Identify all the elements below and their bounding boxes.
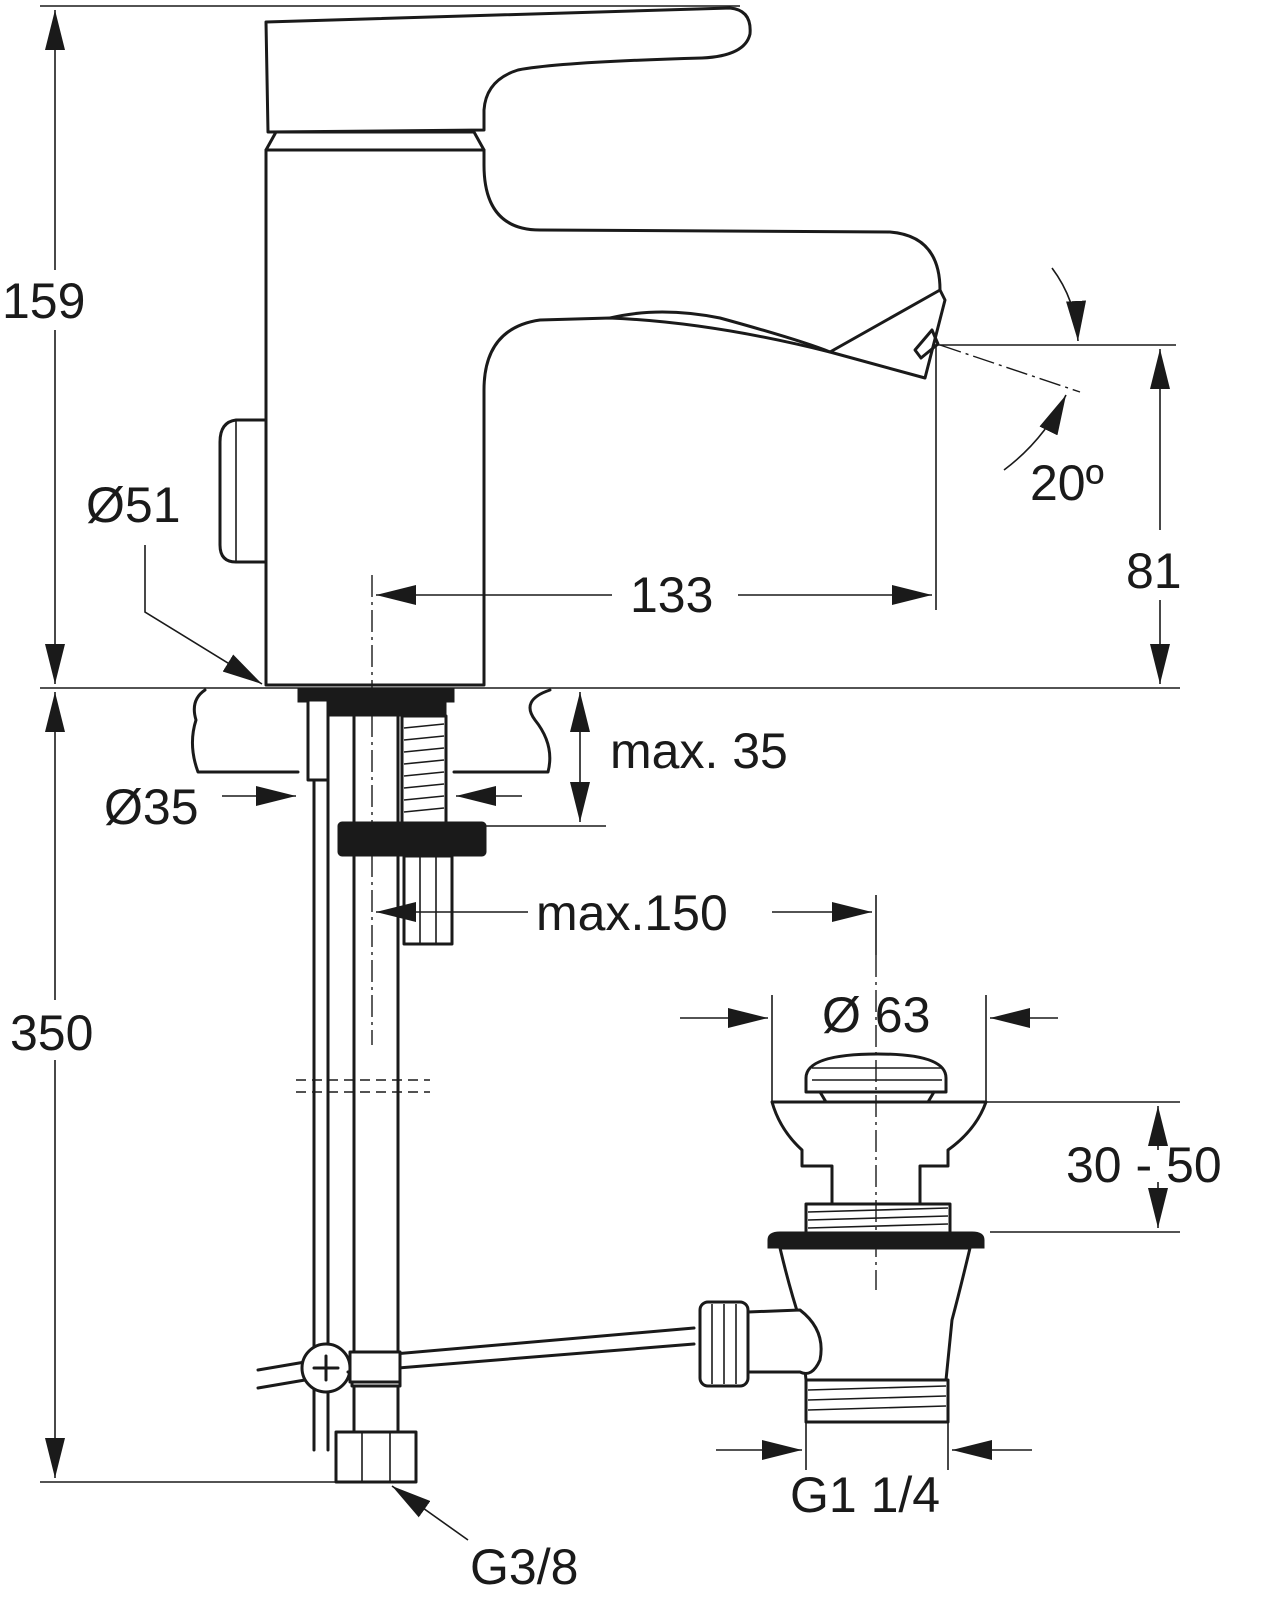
label-drain-distance: max.150: [536, 885, 728, 941]
label-dia-base: Ø51: [86, 477, 181, 533]
drain: [698, 1052, 988, 1424]
label-drain-range: 30 - 50: [1066, 1137, 1222, 1193]
deck: [40, 687, 1180, 1484]
spout-underside: [608, 310, 832, 354]
label-dia-hole: Ø35: [104, 779, 199, 835]
label-height-top: 159: [2, 273, 85, 329]
label-spout-height: 81: [1126, 543, 1182, 599]
faucet: [218, 6, 947, 687]
label-drain-dia: Ø 63: [822, 987, 930, 1043]
lever-handle: [264, 6, 752, 134]
stud-thread: [403, 723, 445, 813]
label-deck-thickness: max. 35: [610, 723, 788, 779]
handle-collar: [264, 130, 486, 152]
label-spout-angle: 20º: [1030, 455, 1104, 511]
label-drain-thread: G1 1/4: [790, 1467, 940, 1523]
aerator-inner: [913, 328, 940, 360]
label-height-bottom: 350: [10, 1005, 93, 1061]
label-spout-reach: 133: [630, 567, 713, 623]
faucet-body: [264, 148, 942, 687]
popup-knob: [218, 418, 268, 564]
label-supply-thread: G3/8: [470, 1539, 578, 1595]
